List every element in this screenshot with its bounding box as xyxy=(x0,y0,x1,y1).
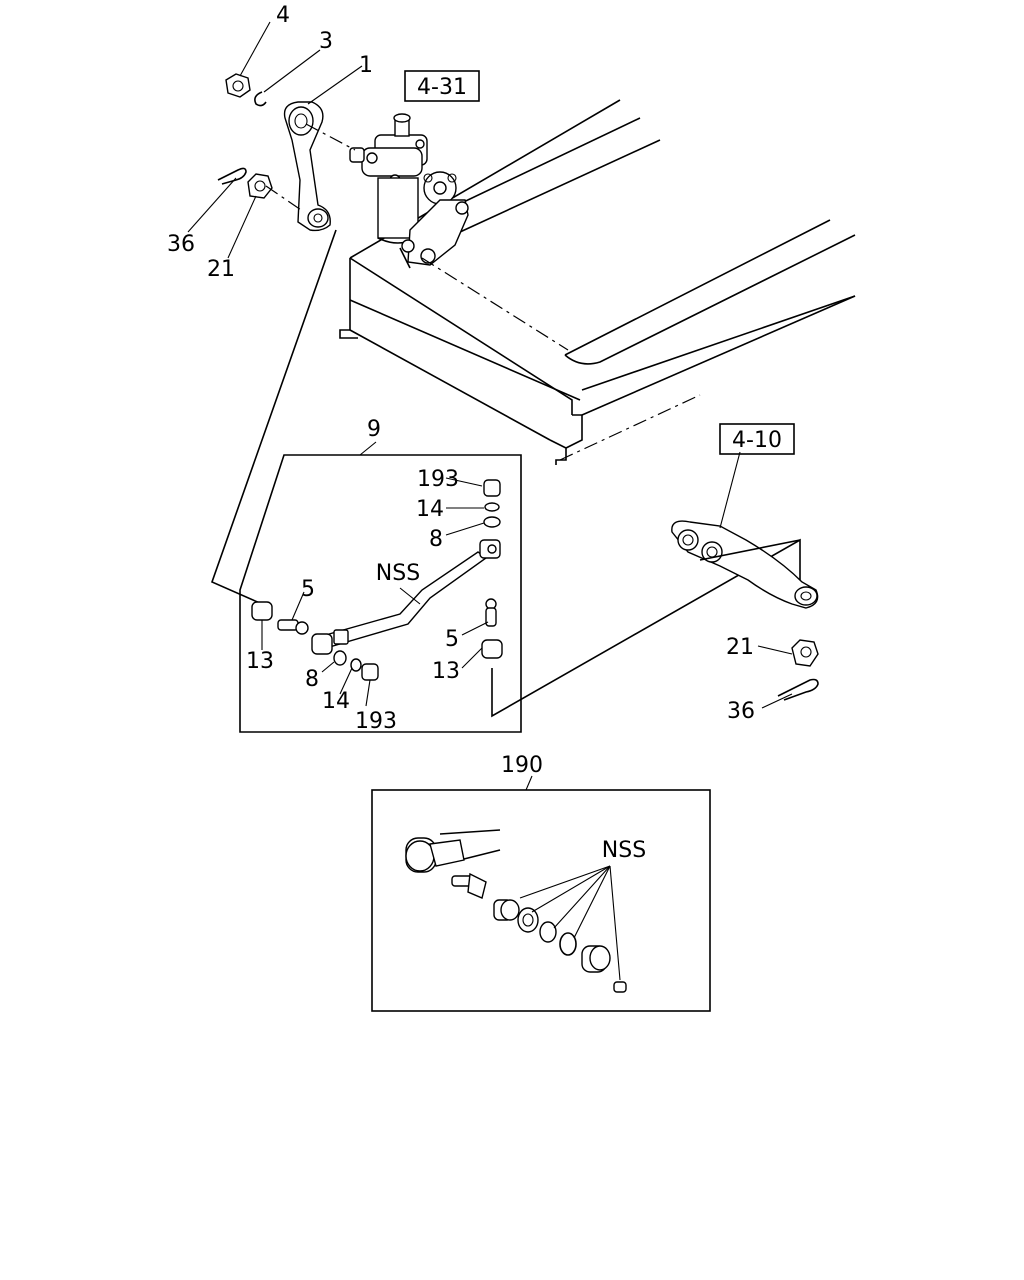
callout-21: 21 xyxy=(207,257,235,282)
leader-13 xyxy=(461,647,483,669)
leader-21 xyxy=(227,195,257,259)
leader-1 xyxy=(307,65,363,105)
centerline xyxy=(305,123,356,151)
callout-8: 8 xyxy=(429,527,443,552)
ring-exploded xyxy=(559,932,577,956)
pitman-arm xyxy=(283,101,331,232)
leader-nss xyxy=(531,865,611,913)
leader-14 xyxy=(339,667,353,695)
grease-nipple-exploded xyxy=(613,981,627,993)
leader-193 xyxy=(445,477,483,487)
drag-link-rod xyxy=(311,539,501,655)
seat-exploded xyxy=(493,899,520,921)
leader-5 xyxy=(291,591,305,621)
ref-label: 4-31 xyxy=(417,75,467,100)
callout-1: 1 xyxy=(359,53,373,78)
callout-3: 3 xyxy=(319,29,333,54)
drag-link-group xyxy=(239,441,522,733)
dust-cover-13-right xyxy=(481,639,503,659)
callout-14: 14 xyxy=(322,689,350,714)
callout-9: 9 xyxy=(367,417,381,442)
leader-36 xyxy=(761,693,793,709)
dust-cover-193-bottom xyxy=(361,663,379,681)
seat-8-bottom xyxy=(333,650,347,666)
callout-13: 13 xyxy=(246,649,274,674)
callout-21: 21 xyxy=(726,635,754,660)
spring-exploded xyxy=(539,921,557,943)
ball-stud-5-right xyxy=(485,598,497,627)
leader-8 xyxy=(445,522,485,536)
centerline xyxy=(559,394,701,461)
dust-cover-193-top xyxy=(483,479,501,497)
callout-36: 36 xyxy=(727,699,755,724)
leader-nss xyxy=(553,865,611,929)
callout-193: 193 xyxy=(417,467,459,492)
leader-nss xyxy=(399,587,421,605)
leader-8 xyxy=(321,661,335,673)
clip-3 xyxy=(254,91,267,107)
leader-nss xyxy=(573,865,611,939)
spring-14-bottom xyxy=(350,658,362,672)
dust-cover-13-left xyxy=(251,601,273,621)
leader-21 xyxy=(757,645,793,655)
leader-36 xyxy=(187,177,237,233)
cotter-pin-36-bottom xyxy=(777,678,819,701)
ball-stud-exploded xyxy=(451,872,487,899)
nut-4 xyxy=(225,73,251,98)
callout-8: 8 xyxy=(305,667,319,692)
castle-nut-21-top xyxy=(247,173,273,199)
connection-line xyxy=(210,229,337,605)
frame-rail xyxy=(339,99,856,465)
ref-box-4-10[interactable]: 4-10 xyxy=(719,423,795,455)
idler-arm xyxy=(671,520,819,609)
leader-3 xyxy=(263,49,321,93)
seat-8-top xyxy=(483,516,501,528)
steering-gear-box xyxy=(349,113,469,269)
leader-193 xyxy=(365,679,371,707)
leader-nss xyxy=(609,865,621,981)
callout-190: 190 xyxy=(501,753,543,778)
connection-line xyxy=(699,539,801,561)
leader-ref xyxy=(719,451,741,529)
callout-5: 5 xyxy=(445,627,459,652)
spring-14-top xyxy=(484,502,500,512)
leader-5 xyxy=(461,621,489,636)
ball-stud-5-left xyxy=(277,619,309,635)
ref-box-4-31[interactable]: 4-31 xyxy=(404,70,480,102)
callout-14: 14 xyxy=(416,497,444,522)
callout-5: 5 xyxy=(301,577,315,602)
callout-4: 4 xyxy=(276,3,290,28)
callout-36: 36 xyxy=(167,232,195,257)
connection-line xyxy=(491,538,801,718)
plug-exploded xyxy=(581,945,611,973)
cotter-pin-36-top xyxy=(217,167,247,185)
drag-link-assy-box xyxy=(371,775,711,1012)
callout-193: 193 xyxy=(355,709,397,734)
callout-13: 13 xyxy=(432,659,460,684)
centerline xyxy=(265,185,305,213)
drag-link-end-exploded xyxy=(405,829,501,873)
dust-cover-exploded xyxy=(517,907,539,933)
callout-nss: NSS xyxy=(376,561,420,586)
leader-nss xyxy=(519,865,611,899)
centerline xyxy=(421,257,569,351)
castle-nut-21-bottom xyxy=(791,639,819,667)
ref-label: 4-10 xyxy=(732,428,782,453)
callout-nss: NSS xyxy=(602,838,646,863)
leader-4 xyxy=(239,21,271,77)
